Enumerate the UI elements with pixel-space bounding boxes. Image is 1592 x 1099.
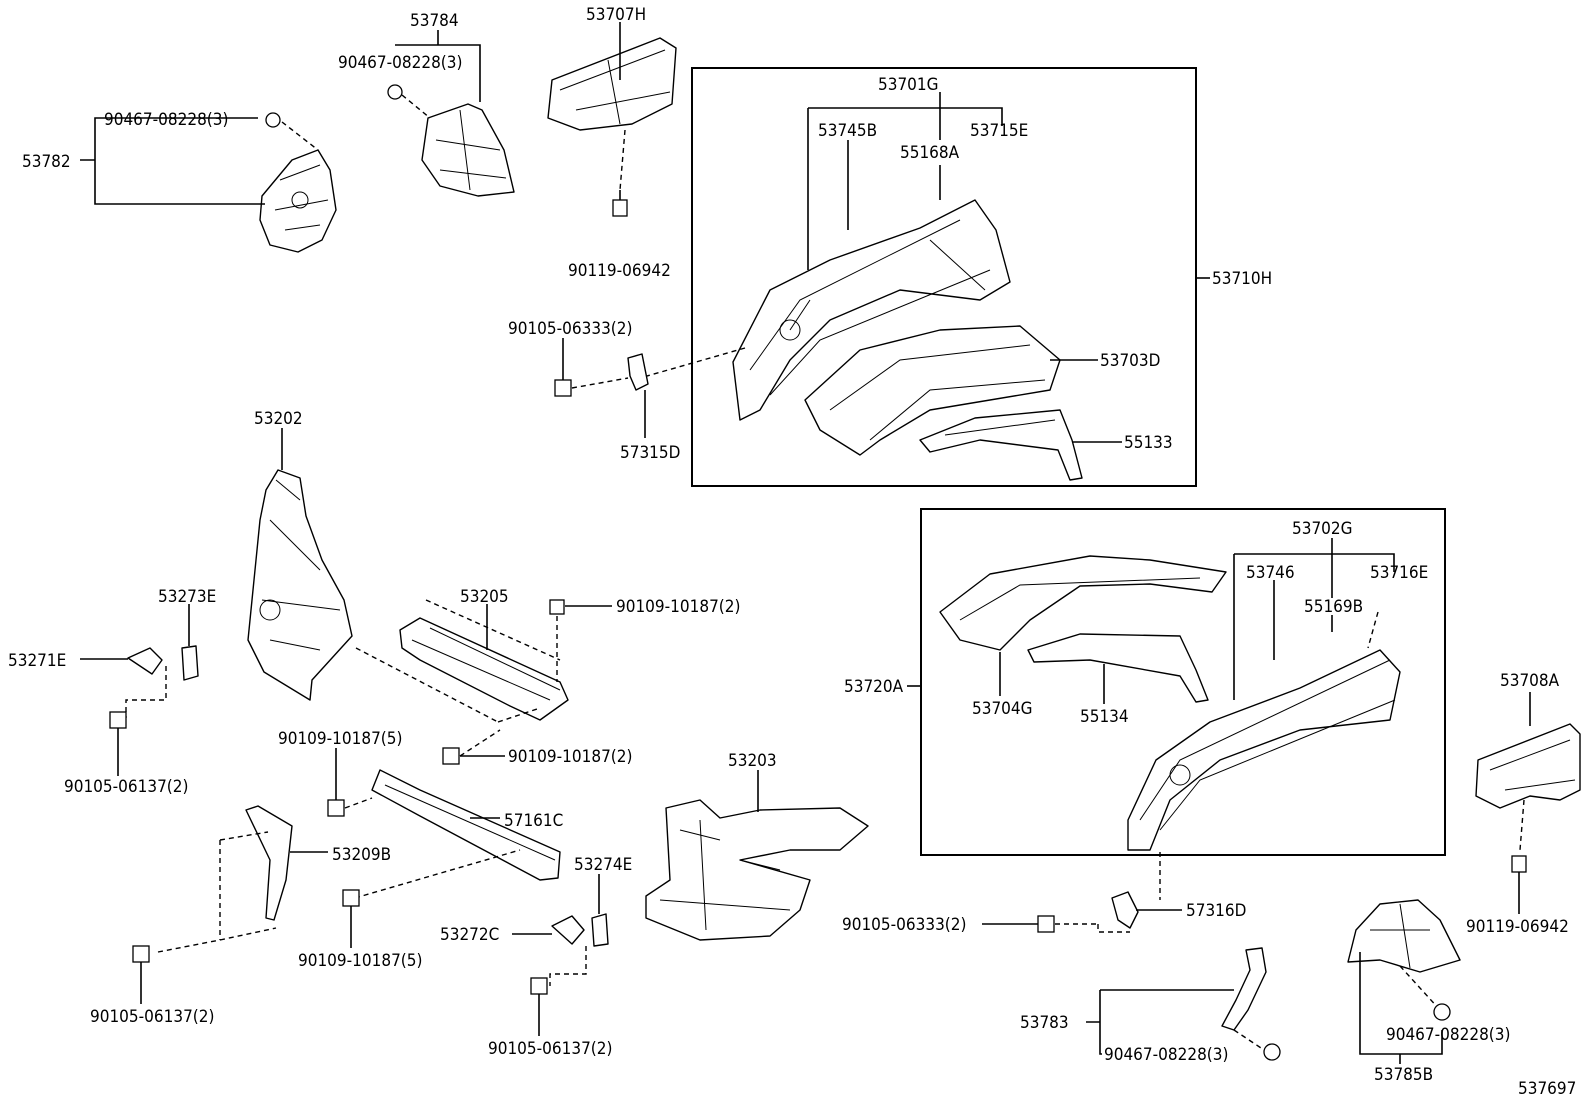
label-90467-08228-br: 90467-08228(3) bbox=[1386, 1025, 1510, 1045]
part-53272C-drawing bbox=[549, 915, 587, 986]
label-90109-10187-5b: 90109-10187(5) bbox=[298, 951, 422, 971]
label-53702G: 53702G bbox=[1292, 519, 1353, 539]
part-53783-drawing bbox=[1221, 947, 1267, 1051]
label-90109-10187-b: 90109-10187(2) bbox=[508, 747, 632, 767]
part-53707H-drawing bbox=[547, 37, 677, 191]
part-53203-drawing bbox=[645, 799, 869, 941]
label-90105-06333-r: 90105-06333(2) bbox=[842, 915, 966, 935]
part-53274E-drawing bbox=[591, 913, 609, 947]
part-53273E-drawing bbox=[181, 645, 199, 681]
part-53202-drawing bbox=[247, 469, 353, 701]
part-57316D-drawing bbox=[1097, 891, 1139, 933]
label-53274E: 53274E bbox=[574, 855, 632, 875]
bolt-icon bbox=[109, 711, 127, 729]
part-53271E-drawing bbox=[125, 647, 167, 718]
label-53205: 53205 bbox=[460, 587, 509, 607]
bolt-icon bbox=[1433, 1003, 1451, 1021]
part-53702G-drawing bbox=[1127, 611, 1401, 900]
label-53701G: 53701G bbox=[878, 75, 939, 95]
label-53209B: 53209B bbox=[332, 845, 391, 865]
label-53273E: 53273E bbox=[158, 587, 216, 607]
part-53710H-drawing bbox=[639, 199, 1011, 421]
part-57315D-drawing bbox=[627, 353, 649, 391]
label-53785B: 53785B bbox=[1374, 1065, 1433, 1085]
bolt-icon bbox=[327, 799, 345, 817]
label-90105-06137-bl: 90105-06137(2) bbox=[90, 1007, 214, 1027]
part-53209B-drawing bbox=[157, 805, 293, 953]
label-53703D: 53703D bbox=[1100, 351, 1160, 371]
bolt-icon bbox=[549, 599, 565, 615]
label-53783: 53783 bbox=[1020, 1013, 1069, 1033]
part-53782-drawing bbox=[259, 149, 337, 253]
label-53704G: 53704G bbox=[972, 699, 1033, 719]
label-53708A: 53708A bbox=[1500, 671, 1560, 691]
label-90467-08228-top: 90467-08228(3) bbox=[338, 53, 462, 73]
group-box-53710H bbox=[691, 67, 1197, 487]
label-90119-06942-r: 90119-06942 bbox=[1466, 917, 1569, 937]
label-57316D: 57316D bbox=[1186, 901, 1246, 921]
bolt-icon bbox=[1037, 915, 1098, 933]
label-53710H: 53710H bbox=[1212, 269, 1272, 289]
leader-lines bbox=[80, 22, 1531, 1064]
label-53203: 53203 bbox=[728, 751, 777, 771]
label-53707H: 53707H bbox=[586, 5, 646, 25]
label-53720A: 53720A bbox=[844, 677, 904, 697]
label-55134: 55134 bbox=[1080, 707, 1129, 727]
part-53785B-drawing bbox=[1347, 899, 1461, 1011]
bolt-icon bbox=[1511, 855, 1527, 873]
label-53202: 53202 bbox=[254, 409, 303, 429]
label-57161C: 57161C bbox=[504, 811, 563, 831]
label-55169B: 55169B bbox=[1304, 597, 1363, 617]
label-55133: 55133 bbox=[1124, 433, 1173, 453]
part-55134-drawing bbox=[1027, 633, 1209, 703]
bolt-icon bbox=[342, 889, 360, 907]
label-53745B: 53745B bbox=[818, 121, 877, 141]
label-90119-06942-top: 90119-06942 bbox=[568, 261, 671, 281]
label-90109-10187-a: 90109-10187(2) bbox=[616, 597, 740, 617]
label-90467-08228-tl: 90467-08228(3) bbox=[104, 110, 228, 130]
label-53271E: 53271E bbox=[8, 651, 66, 671]
group-box-53720A bbox=[920, 508, 1446, 856]
bolt-icon bbox=[265, 112, 319, 151]
label-53716E: 53716E bbox=[1370, 563, 1428, 583]
part-57161C-drawing bbox=[344, 769, 561, 899]
diagram-id: 537697 bbox=[1518, 1079, 1576, 1099]
label-53746: 53746 bbox=[1246, 563, 1295, 583]
bolt-icon bbox=[1263, 1043, 1281, 1061]
part-53708A-drawing bbox=[1475, 723, 1581, 851]
part-53205-drawing bbox=[355, 599, 569, 723]
label-53715E: 53715E bbox=[970, 121, 1028, 141]
part-53703D-drawing bbox=[804, 325, 1061, 456]
label-57315D: 57315D bbox=[620, 443, 680, 463]
bolt-icon bbox=[554, 377, 629, 397]
bolt-icon bbox=[612, 190, 628, 217]
label-90105-06333-top: 90105-06333(2) bbox=[508, 319, 632, 339]
part-53784-drawing bbox=[421, 103, 515, 197]
label-55168A: 55168A bbox=[900, 143, 960, 163]
label-90467-08228-bm: 90467-08228(3) bbox=[1104, 1045, 1228, 1065]
label-90109-10187-5a: 90109-10187(5) bbox=[278, 729, 402, 749]
part-53704G-drawing bbox=[939, 555, 1227, 651]
label-53784: 53784 bbox=[410, 11, 459, 31]
bolt-icon bbox=[442, 729, 501, 765]
part-55133-drawing bbox=[919, 409, 1083, 481]
bolt-icon bbox=[387, 84, 431, 119]
bolt-icon bbox=[132, 945, 150, 963]
label-53272C: 53272C bbox=[440, 925, 499, 945]
label-90105-06137-l: 90105-06137(2) bbox=[64, 777, 188, 797]
label-90105-06137-bm: 90105-06137(2) bbox=[488, 1039, 612, 1059]
bolt-icon bbox=[530, 977, 548, 995]
label-53782: 53782 bbox=[22, 152, 71, 172]
